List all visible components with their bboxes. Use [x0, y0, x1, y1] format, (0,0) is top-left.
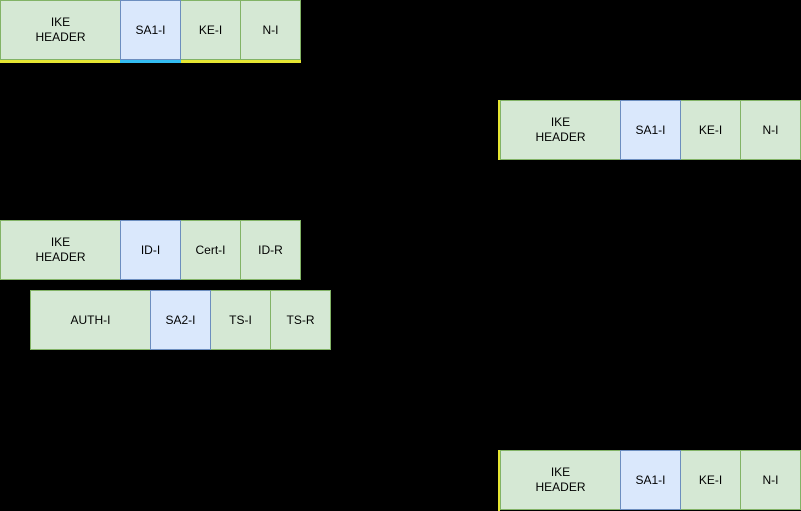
message-row-ike-auth-payloads: AUTH-I SA2-I TS-I TS-R [30, 290, 331, 350]
payload-box-ike-header[interactable]: IKE HEADER [0, 0, 121, 60]
payload-box-n-i[interactable]: N-I [740, 450, 801, 510]
payload-box-ike-header[interactable]: IKE HEADER [500, 450, 621, 510]
payload-label: N-I [762, 472, 779, 487]
payload-label: KE-I [698, 472, 723, 487]
payload-label: SA2-I [165, 312, 196, 327]
payload-box-n-i[interactable]: N-I [240, 0, 301, 60]
payload-label: KE-I [198, 22, 223, 37]
payload-label: SA1-I [635, 122, 666, 137]
payload-box-n-i[interactable]: N-I [740, 100, 801, 160]
payload-box-auth-i[interactable]: AUTH-I [30, 290, 151, 350]
payload-label: N-I [762, 122, 779, 137]
payload-box-id-i[interactable]: ID-I [120, 220, 181, 280]
payload-label: TS-R [286, 312, 315, 327]
payload-box-ts-i[interactable]: TS-I [210, 290, 271, 350]
payload-label: IKE HEADER [535, 115, 586, 144]
payload-box-sa2-i[interactable]: SA2-I [150, 290, 211, 350]
payload-label: SA1-I [635, 472, 666, 487]
message-row-ike-sa-init-initiator: IKE HEADER SA1-I KE-I N-I [0, 0, 301, 63]
highlight-left-edge-yellow [498, 100, 500, 160]
payload-box-ike-header[interactable]: IKE HEADER [0, 220, 121, 280]
payload-label: ID-R [258, 242, 283, 257]
payload-label: ID-I [140, 242, 161, 257]
payload-label: IKE HEADER [35, 235, 86, 264]
message-row-ike-auth-identity: IKE HEADER ID-I Cert-I ID-R [0, 220, 301, 280]
payload-label: KE-I [698, 122, 723, 137]
payload-box-sa1-i[interactable]: SA1-I [620, 100, 681, 160]
message-row-ike-sa-init-responder-side: IKE HEADER SA1-I KE-I N-I [498, 100, 801, 160]
highlight-underline-cyan [120, 60, 181, 63]
payload-label: SA1-I [135, 22, 166, 37]
payload-box-ke-i[interactable]: KE-I [680, 100, 741, 160]
payload-label: IKE HEADER [535, 465, 586, 494]
payload-box-sa1-i[interactable]: SA1-I [120, 0, 181, 60]
payload-label: TS-I [229, 312, 252, 327]
payload-box-cert-i[interactable]: Cert-I [180, 220, 241, 280]
payload-label: AUTH-I [70, 312, 111, 327]
payload-label: IKE HEADER [35, 15, 86, 44]
highlight-left-edge-yellow [498, 450, 500, 511]
message-row-ike-sa-init-bottom: IKE HEADER SA1-I KE-I N-I [498, 450, 801, 511]
payload-box-ke-i[interactable]: KE-I [180, 0, 241, 60]
payload-box-sa1-i[interactable]: SA1-I [620, 450, 681, 510]
payload-box-ke-i[interactable]: KE-I [680, 450, 741, 510]
payload-box-ike-header[interactable]: IKE HEADER [500, 100, 621, 160]
payload-box-id-r[interactable]: ID-R [240, 220, 301, 280]
payload-label: Cert-I [195, 242, 226, 257]
payload-label: N-I [262, 22, 279, 37]
payload-box-ts-r[interactable]: TS-R [270, 290, 331, 350]
